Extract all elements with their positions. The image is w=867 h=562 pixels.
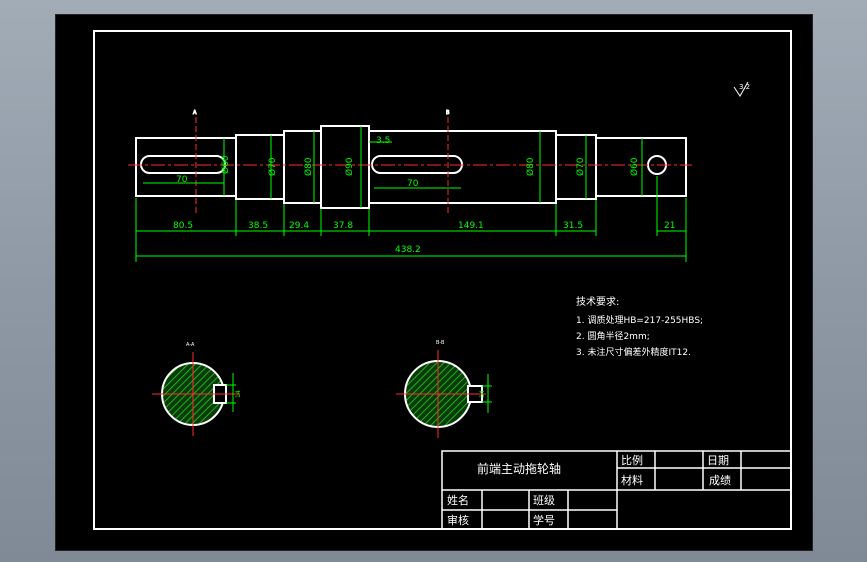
label-scale: 比例 [621,453,643,467]
label-name: 姓名 [447,493,469,507]
dia-3: Ø80 [303,157,314,176]
dim-hole: 21 [664,221,675,231]
section-a-width: 14 [235,390,242,398]
label-reviewer: 审核 [447,513,469,527]
section-markers: A B [193,110,451,213]
dia-7: Ø60 [629,157,640,176]
section-b-label: B [446,110,450,116]
note-3: 3. 未注尺寸偏差外精度IT12. [576,346,691,358]
note-1: 1. 调质处理HB=217-255HBS; [576,314,703,326]
drawing-sheet [55,14,813,551]
dia-6: Ø70 [575,157,586,176]
drawing-title: 前端主动拖轮轴 [477,461,561,476]
keyway-1-length: 70 [176,175,188,185]
shaft-seg-3 [283,130,322,204]
section-a-label: A [193,110,197,116]
dia-5: Ø80 [525,157,536,176]
diameter-dims [223,126,643,208]
label-class: 班级 [533,494,555,507]
title-block [441,450,792,530]
label-student-no: 学号 [533,513,555,527]
section-b-b: B-B 14 [396,340,492,438]
section-a-a: A-A 14 [152,342,242,436]
dim-seg-3: 29.4 [289,221,309,231]
extension-lines [135,176,687,262]
dim-seg-6: 31.5 [563,221,583,231]
section-b-b-label: B-B [436,340,445,346]
dia-4: Ø90 [344,157,355,176]
chain-dimension [136,230,686,257]
roughness-value: 3.2 [739,83,750,91]
label-date: 日期 [707,454,729,467]
shaft-seg-7 [595,137,687,197]
keyway-2-length: 70 [407,179,419,189]
label-score: 成绩 [709,474,731,487]
dim-seg-5: 149.1 [458,221,484,231]
label-material: 材料 [621,473,643,487]
shoulder-dim: 3.5 [376,136,390,146]
keyway-dims [143,141,461,189]
tech-notes: 技术要求: 1. 调质处理HB=217-255HBS; 2. 圆角半径2mm; … [576,295,703,358]
dim-seg-4: 37.8 [333,221,353,231]
section-b-width: 14 [479,390,486,398]
dia-1: Ø60 [220,155,231,174]
dim-seg-1: 80.5 [173,221,193,231]
dim-total: 438.2 [395,245,421,255]
dim-seg-2: 38.5 [248,221,268,231]
section-a-a-label: A-A [186,342,195,348]
note-2: 2. 圆角半径2mm; [576,330,650,342]
keyways [140,155,667,175]
roughness-mark: 3.2 [733,81,750,97]
shaft-outline [135,125,687,209]
dia-2: Ø70 [267,157,278,176]
notes-heading: 技术要求: [576,295,619,308]
